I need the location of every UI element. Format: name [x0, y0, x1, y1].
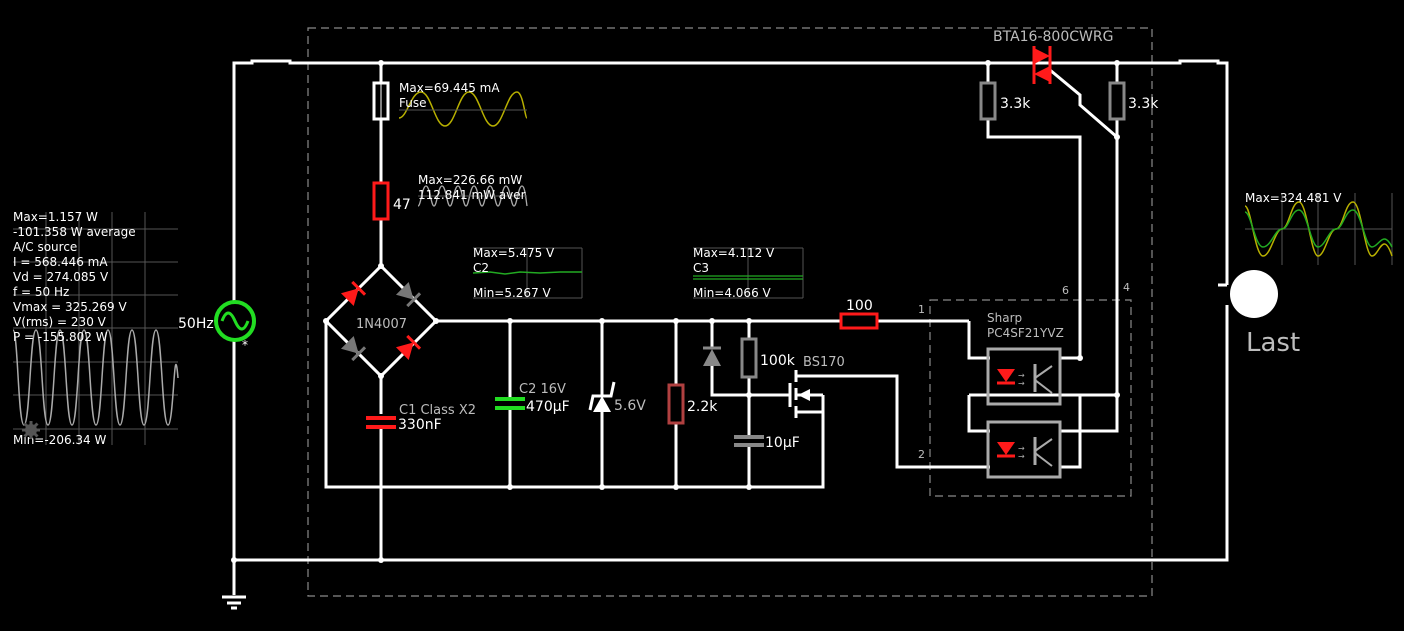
c3-scope-name: C3 [693, 261, 709, 275]
resistor-47-scope-avg: 112.841 mW aver [418, 188, 526, 202]
svg-text:→: → [1018, 371, 1025, 380]
optocoupler-enclosure [929, 299, 1132, 497]
resistor-100-label: 100 [846, 298, 873, 314]
load-voltage-trace-yellow [1244, 201, 1393, 257]
opto-part: PC4SF21YVZ [987, 326, 1064, 340]
c3-scope-min: Min=4.066 V [693, 286, 772, 300]
gear-icon[interactable] [22, 421, 40, 439]
optocoupler-upper[interactable]: → → [986, 347, 1062, 406]
source-scope-power: P = -155.802 W [13, 330, 108, 344]
source-scope-vrms: V(rms) = 230 V [13, 315, 107, 329]
load-label: Last [1246, 328, 1300, 358]
triac[interactable] [1032, 46, 1052, 84]
resistor-3k3-right-label: 3.3k [1128, 96, 1159, 112]
zener-diode[interactable] [588, 381, 616, 412]
resistor-100k-label: 100k [760, 353, 796, 369]
source-freq-label: 50Hz [178, 316, 214, 332]
source-scope-vd: Vd = 274.085 V [13, 270, 109, 284]
c3-scope[interactable] [693, 247, 804, 299]
opto-pin2: 2 [918, 448, 925, 461]
c2-name: C2 16V [519, 382, 566, 397]
source-star: * [242, 338, 248, 352]
resistor-2k2-label: 2.2k [687, 399, 718, 415]
zener-value: 5.6V [614, 398, 646, 414]
load-voltage-trace-green [1244, 209, 1393, 248]
capacitor-c1[interactable] [366, 416, 396, 429]
resistor-47-scope[interactable] [417, 185, 528, 207]
resistor-3k3-right[interactable] [1108, 81, 1126, 121]
resistor-2k2[interactable] [667, 383, 685, 425]
resistor-47-label: 47 [393, 197, 411, 213]
load-scope-max: Max=324.481 V [1245, 191, 1342, 205]
mosfet-arrow [798, 389, 810, 401]
capacitor-10uf[interactable] [734, 435, 764, 447]
source-scope-vmax: Vmax = 325.269 V [13, 300, 127, 314]
capacitor-c2[interactable] [495, 397, 525, 410]
c2-scope-min: Min=5.267 V [473, 286, 552, 300]
load-lamp[interactable] [1230, 270, 1278, 318]
source-scope[interactable] [12, 212, 179, 445]
source-scope-max: Max=1.157 W [13, 210, 98, 224]
fuse-scope-max: Max=69.445 mA [399, 81, 500, 95]
fuse-scope[interactable] [398, 91, 528, 127]
resistor-3k3-left[interactable] [979, 81, 997, 121]
opto-pin1: 1 [918, 303, 925, 316]
fuse-scope-label: Fuse [399, 96, 427, 110]
junction-dots [231, 60, 1120, 563]
wires [232, 59, 1229, 595]
resistor-100k[interactable] [740, 337, 758, 379]
fuse-current-trace [398, 91, 528, 127]
opto-pin4: 4 [1123, 281, 1130, 294]
mosfet-label: BS170 [803, 355, 845, 370]
ground-icon [222, 595, 246, 610]
opto-maker: Sharp [987, 311, 1022, 325]
source-scope-avg: -101.358 W average [13, 225, 136, 239]
source-scope-current: I = 568.446 mA [13, 255, 108, 269]
bridge-label: 1N4007 [356, 317, 407, 332]
ac-source[interactable] [214, 300, 256, 342]
source-scope-kind: A/C source [13, 240, 77, 254]
c2-scope-name: C2 [473, 261, 489, 275]
resistor-47-scope-max: Max=226.66 mW [418, 173, 522, 187]
c1-name: C1 Class X2 [399, 403, 476, 418]
c2-value: 470µF [526, 399, 570, 415]
module-enclosure [307, 27, 1153, 597]
gate-diode[interactable] [703, 346, 721, 366]
resistor-3k3-left-label: 3.3k [1000, 96, 1031, 112]
source-power-trace [12, 329, 179, 426]
svg-text:→: → [1018, 452, 1025, 461]
resistor-100[interactable] [839, 312, 879, 330]
triac-label: BTA16-800CWRG [993, 29, 1113, 45]
c2-scope[interactable] [472, 247, 583, 299]
load-scope[interactable] [1244, 193, 1393, 265]
optocoupler-lower[interactable]: → → [986, 420, 1062, 479]
resistor-47-power-trace [417, 185, 528, 207]
capacitor-10uf-label: 10µF [765, 435, 800, 451]
svg-text:→: → [1018, 444, 1025, 453]
c3-scope-max: Max=4.112 V [693, 246, 775, 260]
bridge-rectifier[interactable] [340, 280, 422, 362]
opto-pin6: 6 [1062, 284, 1069, 297]
source-scope-freq: f = 50 Hz [13, 285, 69, 299]
c2-voltage-trace [472, 271, 582, 275]
svg-text:→: → [1018, 379, 1025, 388]
c2-scope-max: Max=5.475 V [473, 246, 555, 260]
c3-voltage-trace [693, 275, 803, 280]
c1-value: 330nF [398, 417, 442, 433]
resistor-47[interactable] [372, 181, 390, 221]
